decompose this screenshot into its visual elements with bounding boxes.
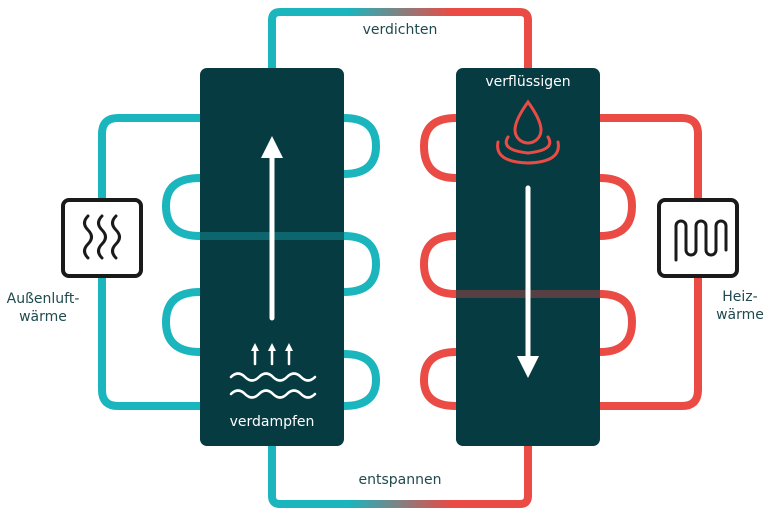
evaporate-label: verdampfen [229, 414, 315, 430]
heat-waves-icon [61, 198, 143, 278]
heating-heat-label: Heiz- wärme [712, 288, 768, 324]
heating-heat-line1: Heiz- [722, 289, 758, 305]
compressor-pipe [268, 8, 532, 72]
expand-label: entspannen [358, 472, 442, 488]
arrow-down-icon [517, 185, 539, 378]
heating-heat-line2: wärme [716, 307, 764, 323]
heating-coil-icon [657, 198, 739, 278]
condense-label: verflüssigen [485, 74, 571, 90]
evaporation-icon [229, 343, 317, 399]
water-drop-icon [496, 99, 560, 165]
condenser-coil [419, 114, 702, 410]
arrow-up-icon [261, 136, 283, 321]
expansion-pipe [268, 444, 532, 508]
outdoor-heat-label: Außenluft- wärme [0, 290, 86, 326]
outdoor-heat-line2: wärme [19, 309, 67, 325]
compress-label: verdichten [362, 22, 438, 38]
outdoor-heat-line1: Außenluft- [6, 291, 80, 307]
